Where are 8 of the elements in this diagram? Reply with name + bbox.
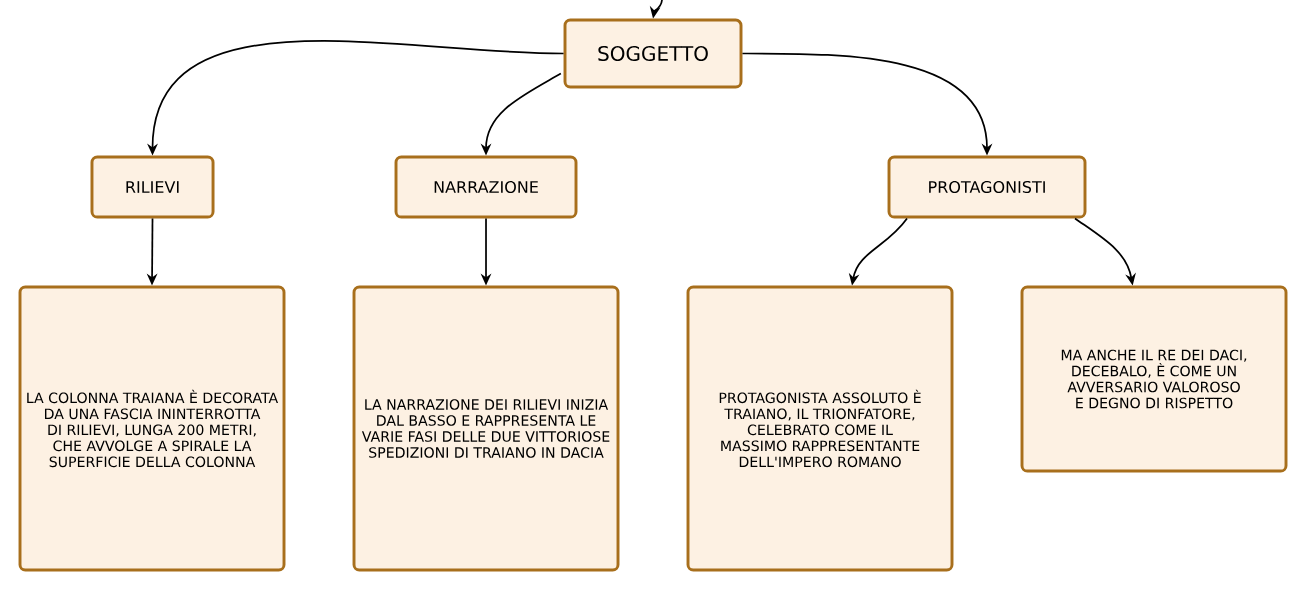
concept-box: NARRAZIONE	[394, 155, 578, 219]
concept-box: SOGGETTO	[563, 18, 743, 89]
concept-box: PROTAGONISTA ASSOLUTO È TRAIANO, IL TRIONFATORE, CELEBRATO COME IL MASSIMO RAPPRESENTANTE DELL'IMPERO ROMANO	[686, 285, 954, 572]
concept-box: LA NARRAZIONE DEI RILIEVI INIZIA DAL BASSO E RAPPRESENTA LE VARIE FASI DELLE DUE VITTORIOSE SPEDIZIONI DI TRAIANO IN DACIA	[352, 285, 620, 572]
concept-box: LA COLONNA TRAIANA È DECORATA DA UNA FASCIA ININTERROTTA DI RILIEVI, LUNGA 200 METRI, CHE AVVOLGE A SPIRALE LA SUPERFICIE DELLA COLONNA	[18, 285, 286, 572]
concept-box: RILIEVI	[90, 155, 215, 219]
concept-box: PROTAGONISTI	[887, 155, 1087, 219]
concept-box: MA ANCHE IL RE DEI DACI, DECEBALO, È COME UN AVVERSARIO VALOROSO E DEGNO DI RISPETTO	[1020, 285, 1288, 473]
